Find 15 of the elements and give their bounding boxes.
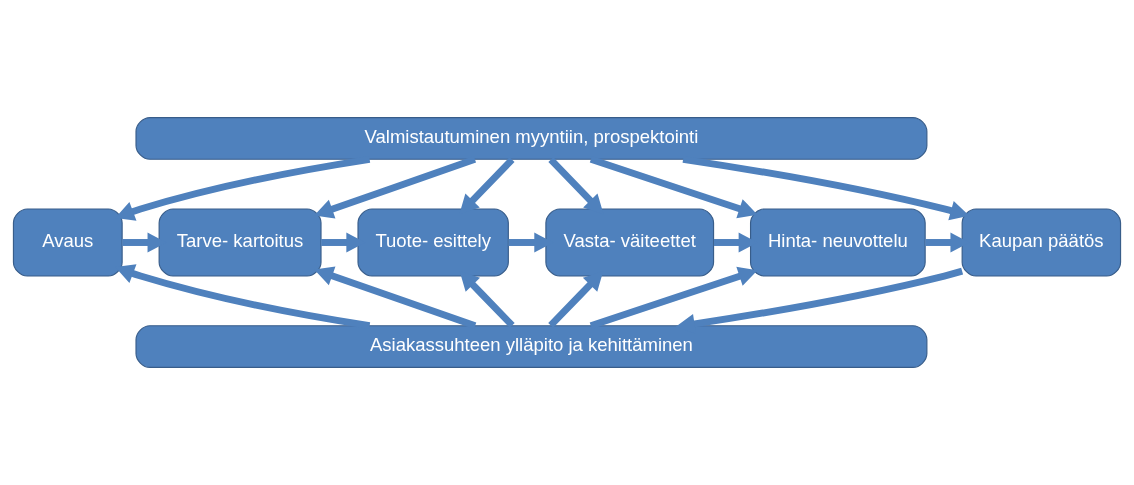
node-box: Hinta- neuvottelu xyxy=(749,208,926,277)
node-box: Vasta- väiteettet xyxy=(545,208,715,277)
arrow xyxy=(314,156,477,219)
node-box: Avaus xyxy=(12,208,123,277)
arrow xyxy=(314,266,477,330)
arrow xyxy=(115,264,371,330)
node-box: Valmistautuminen myyntiin, prospektointi xyxy=(135,117,928,160)
node-box: Tarve- kartoitus xyxy=(158,208,322,277)
arrow xyxy=(589,266,758,329)
node-box: Asiakassuhteen ylläpito ja kehittäminen xyxy=(135,325,928,368)
node-box: Kaupan päätös xyxy=(961,208,1122,277)
arrow xyxy=(115,155,371,221)
arrow xyxy=(589,156,758,219)
arrow xyxy=(682,155,970,221)
node-box: Tuote- esittely xyxy=(357,208,509,277)
